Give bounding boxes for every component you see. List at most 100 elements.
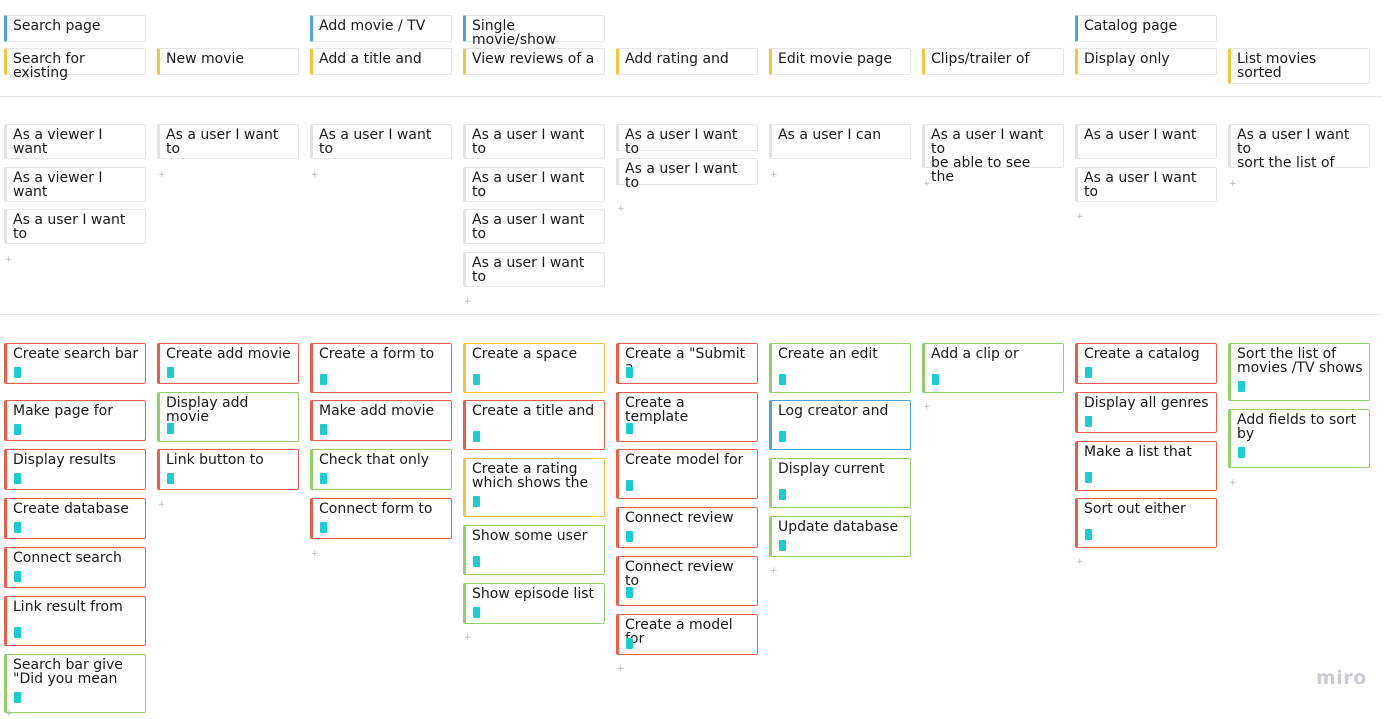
- add-story-button[interactable]: +: [770, 170, 778, 180]
- story-card[interactable]: As a user I can: [769, 124, 911, 159]
- epic-card[interactable]: View reviews of a: [463, 48, 605, 75]
- story-card[interactable]: As a user I want to: [616, 158, 758, 190]
- story-card[interactable]: As a user I want to be able to see the: [922, 124, 1064, 184]
- activity-card[interactable]: Search page: [4, 15, 146, 42]
- add-story-button[interactable]: +: [1229, 179, 1237, 189]
- card-text: Connect search: [13, 550, 122, 566]
- task-card[interactable]: Check that only: [310, 449, 452, 490]
- add-task-button[interactable]: +: [770, 566, 778, 576]
- task-card[interactable]: Sort out either: [1075, 498, 1217, 548]
- epic-card[interactable]: Add a title and: [310, 48, 452, 75]
- epic-card[interactable]: Edit movie page: [769, 48, 911, 75]
- card-text: Catalog page: [1084, 18, 1178, 34]
- task-card[interactable]: Sort the list of movies /TV shows: [1228, 343, 1370, 401]
- task-card[interactable]: Create a model for: [616, 614, 758, 655]
- card-text: As a user I want to: [625, 127, 738, 157]
- label-tag-icon: [320, 473, 327, 484]
- task-card[interactable]: Create a form to: [310, 343, 452, 393]
- card-text: As a user I want: [1084, 127, 1197, 143]
- story-card[interactable]: As a viewer I want: [4, 167, 146, 202]
- story-card[interactable]: As a user I want to: [157, 124, 299, 159]
- label-tag-icon: [14, 367, 21, 378]
- task-card[interactable]: Create a "Submit a: [616, 343, 758, 384]
- card-text: Add fields to sort by: [1237, 412, 1357, 442]
- card-text: Add rating and: [625, 51, 729, 67]
- add-story-button[interactable]: +: [617, 204, 625, 214]
- story-card[interactable]: As a user I want to: [463, 167, 605, 202]
- task-card[interactable]: Show episode list: [463, 583, 605, 624]
- task-card[interactable]: Connect search: [4, 547, 146, 588]
- task-card[interactable]: Show some user: [463, 525, 605, 575]
- story-card[interactable]: As a user I want to: [463, 252, 605, 287]
- task-card[interactable]: Create search bar: [4, 343, 146, 384]
- task-card[interactable]: Link button to: [157, 449, 299, 490]
- label-tag-icon: [473, 607, 480, 618]
- add-task-button[interactable]: +: [1229, 478, 1237, 488]
- task-card[interactable]: Create add movie: [157, 343, 299, 384]
- activity-card[interactable]: Add movie / TV: [310, 15, 452, 42]
- label-tag-icon: [626, 480, 633, 491]
- card-text: As a user I want to: [13, 212, 126, 242]
- story-card[interactable]: As a user I want to: [463, 124, 605, 159]
- add-story-button[interactable]: +: [311, 170, 319, 180]
- task-card[interactable]: Connect form to: [310, 498, 452, 539]
- task-card[interactable]: Display add movie: [157, 392, 299, 442]
- add-task-button[interactable]: +: [1076, 557, 1084, 567]
- task-card[interactable]: Connect review: [616, 507, 758, 548]
- story-card[interactable]: As a user I want to: [4, 209, 146, 244]
- task-card[interactable]: Make add movie: [310, 400, 452, 441]
- epic-card[interactable]: List movies sorted: [1228, 48, 1370, 84]
- story-card[interactable]: As a user I want to: [1075, 167, 1217, 202]
- add-story-button[interactable]: +: [923, 179, 931, 189]
- task-card[interactable]: Create an edit: [769, 343, 911, 393]
- add-story-button[interactable]: +: [158, 170, 166, 180]
- add-task-button[interactable]: +: [158, 500, 166, 510]
- story-card[interactable]: As a user I want to: [616, 124, 758, 156]
- task-card[interactable]: Create a title and: [463, 400, 605, 450]
- story-card[interactable]: As a user I want to sort the list of: [1228, 124, 1370, 170]
- task-card[interactable]: Log creator and: [769, 400, 911, 450]
- card-text: As a user I want to: [472, 255, 585, 285]
- epic-card[interactable]: New movie: [157, 48, 299, 75]
- task-card[interactable]: Create a template: [616, 392, 758, 442]
- add-story-button[interactable]: +: [5, 255, 13, 265]
- activity-card[interactable]: Catalog page: [1075, 15, 1217, 42]
- add-task-button[interactable]: +: [5, 709, 13, 719]
- card-text: Create an edit: [778, 346, 878, 362]
- task-card[interactable]: Connect review to: [616, 556, 758, 606]
- epic-card[interactable]: Add rating and: [616, 48, 758, 75]
- task-card[interactable]: Make page for: [4, 400, 146, 441]
- add-task-button[interactable]: +: [464, 633, 472, 643]
- task-card[interactable]: Display results: [4, 449, 146, 490]
- add-story-button[interactable]: +: [464, 297, 472, 307]
- epic-card[interactable]: Search for existing: [4, 48, 146, 80]
- story-card[interactable]: As a user I want to: [463, 209, 605, 244]
- story-card[interactable]: As a user I want: [1075, 124, 1217, 159]
- task-card[interactable]: Create a space: [463, 343, 605, 393]
- task-card[interactable]: Add fields to sort by: [1228, 409, 1370, 468]
- add-story-button[interactable]: +: [1076, 212, 1084, 222]
- task-card[interactable]: Link result from: [4, 596, 146, 646]
- task-card[interactable]: Display all genres: [1075, 392, 1217, 433]
- task-card[interactable]: Update database: [769, 516, 911, 557]
- task-card[interactable]: Create a rating which shows the: [463, 458, 605, 517]
- task-card[interactable]: Create a catalog: [1075, 343, 1217, 384]
- card-text: New movie: [166, 51, 244, 67]
- story-card[interactable]: As a viewer I want: [4, 124, 146, 159]
- card-text: Create database: [13, 501, 129, 517]
- story-card[interactable]: As a user I want to: [310, 124, 452, 159]
- task-card[interactable]: Make a list that: [1075, 441, 1217, 491]
- add-task-button[interactable]: +: [617, 664, 625, 674]
- task-card[interactable]: Display current: [769, 458, 911, 508]
- epic-card[interactable]: Display only: [1075, 48, 1217, 75]
- add-task-button[interactable]: +: [923, 402, 931, 412]
- card-text: Link result from: [13, 599, 123, 615]
- task-card[interactable]: Add a clip or: [922, 343, 1064, 393]
- add-task-button[interactable]: +: [311, 549, 319, 559]
- task-card[interactable]: Create model for: [616, 449, 758, 499]
- activity-card[interactable]: Single movie/show: [463, 15, 605, 47]
- epic-card[interactable]: Clips/trailer of: [922, 48, 1064, 75]
- task-card[interactable]: Search bar give "Did you mean: [4, 654, 146, 713]
- task-card[interactable]: Create database: [4, 498, 146, 539]
